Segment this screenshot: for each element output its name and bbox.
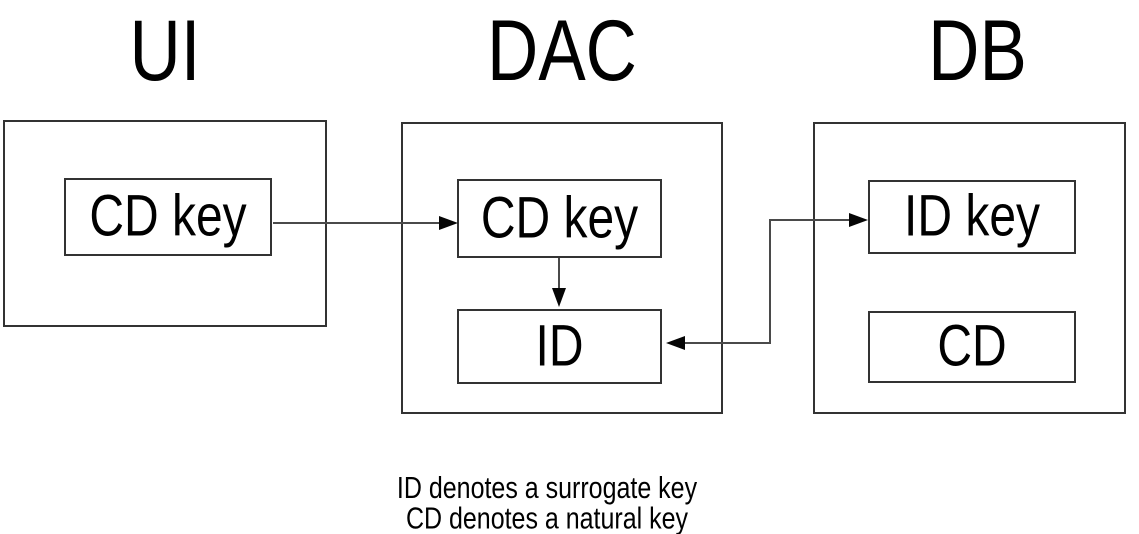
dac-cdkey-box: CD key [457,179,662,258]
ui-cdkey-box: CD key [64,178,272,256]
legend-line-surrogate: ID denotes a surrogate key [396,471,698,506]
column-title-dac: DAC [487,3,637,100]
legend-line-natural: CD denotes a natural key [405,501,689,534]
db-idkey-box: ID key [868,180,1076,254]
column-title-ui: UI [129,3,201,100]
legend-caption: ID denotes a surrogate key CD denotes a … [331,471,763,534]
column-title-db: DB [928,3,1027,100]
ui-cdkey-label: CD key [89,184,247,249]
dac-cdkey-label: CD key [480,185,639,251]
dac-id-box: ID [457,309,662,384]
db-idkey-label: ID key [903,184,1041,249]
db-cd-box: CD [868,311,1076,383]
db-cd-label: CD [937,314,1007,379]
dac-id-label: ID [535,313,584,379]
